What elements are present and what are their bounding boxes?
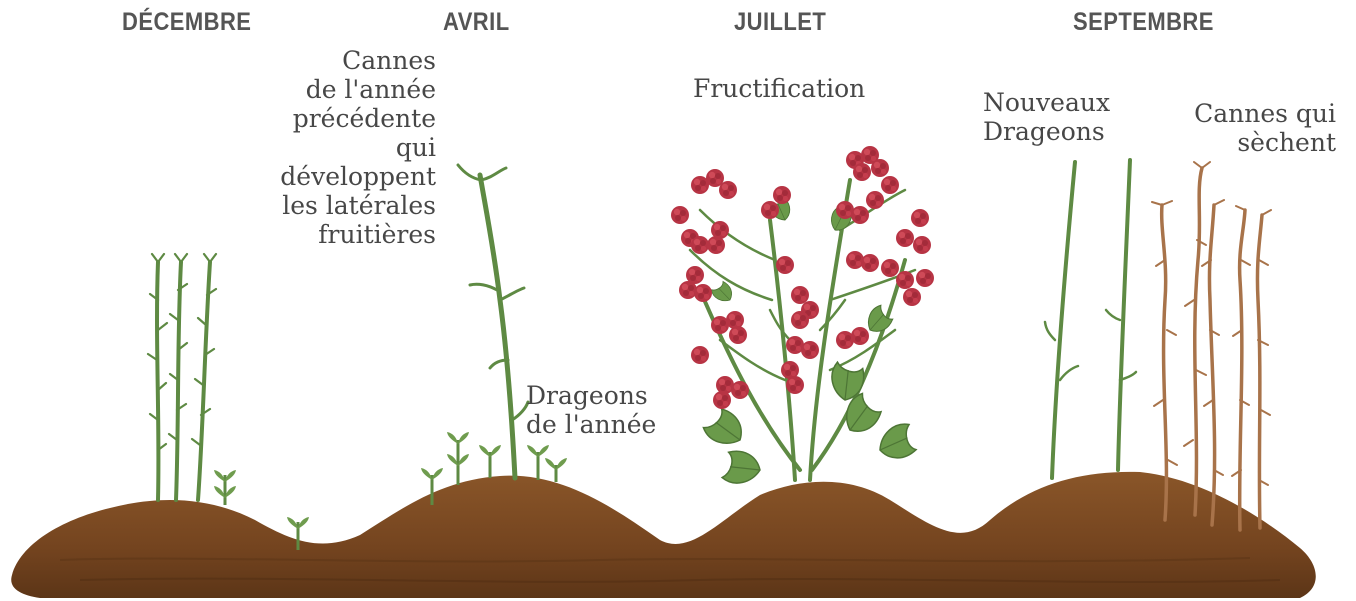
month-december: DÉCEMBRE xyxy=(122,8,251,37)
caption-suckers-of-the-year: Drageons de l'année xyxy=(526,381,686,439)
caption-drying-canes: Cannes qui sèchent xyxy=(1156,99,1336,157)
month-september: SEPTEMBRE xyxy=(1073,8,1214,37)
september-drying-canes xyxy=(1152,162,1271,530)
month-april: AVRIL xyxy=(443,8,510,37)
september-new-suckers xyxy=(1045,160,1136,478)
caption-new-suckers: Nouveaux Drageons xyxy=(983,88,1143,146)
december-canes xyxy=(148,254,216,500)
month-july: JUILLET xyxy=(734,8,826,37)
caption-fruiting: Fructification xyxy=(693,74,913,103)
caption-previous-year-canes: Cannes de l'année précédente qui dévelop… xyxy=(224,46,436,249)
april-cane xyxy=(458,165,528,478)
